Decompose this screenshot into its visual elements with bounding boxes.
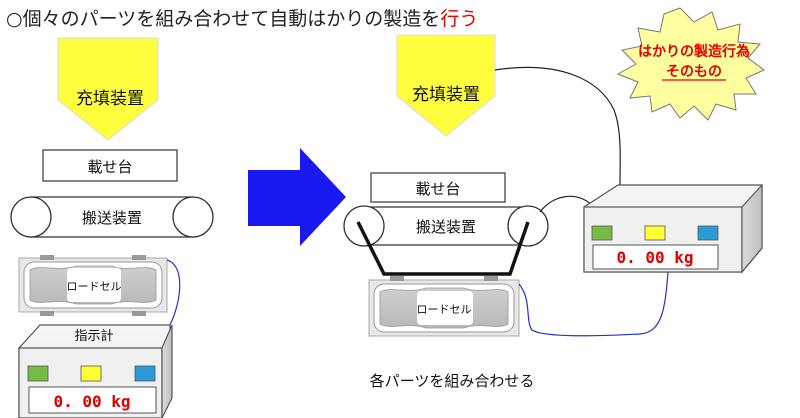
left-weight-display: 0. 00 kg bbox=[53, 392, 130, 411]
left-blue-button[interactable] bbox=[134, 365, 156, 382]
left-yellow-button[interactable] bbox=[80, 365, 102, 382]
left-conveyor-label: 搬送装置 bbox=[82, 209, 142, 227]
right-yellow-button[interactable] bbox=[644, 225, 666, 241]
left-load-cell-label: ロードセル bbox=[67, 280, 122, 293]
right-assembly: 充填装置 載せ台 搬送装置 ロードセル bbox=[343, 34, 763, 337]
right-support-frame bbox=[356, 221, 530, 276]
combine-arrow bbox=[248, 148, 346, 246]
left-roller-right bbox=[172, 196, 214, 238]
callout-starburst: はかりの製造行為 そのもの bbox=[616, 7, 765, 121]
left-indicator-label: 指示計 bbox=[74, 328, 113, 344]
left-green-button[interactable] bbox=[27, 365, 49, 382]
left-cable bbox=[166, 259, 181, 326]
title-text: ○個々のパーツを組み合わせて自動はかりの製造を bbox=[6, 8, 441, 30]
right-conveyor: 搬送装置 bbox=[343, 205, 549, 247]
right-load-cell-label: ロードセル bbox=[417, 303, 472, 316]
right-platform-label: 載せ台 bbox=[415, 180, 460, 198]
callout-line2: そのもの bbox=[666, 64, 722, 80]
slide-title: ○個々のパーツを組み合わせて自動はかりの製造を行う bbox=[6, 4, 478, 31]
right-filling-cable bbox=[494, 66, 621, 186]
left-platform: 載せ台 bbox=[42, 149, 178, 182]
left-filling-device-label: 充填装置 bbox=[76, 89, 144, 109]
combine-caption: 各パーツを組み合わせる bbox=[370, 372, 535, 390]
right-load-cell: ロードセル bbox=[368, 276, 520, 337]
right-green-button[interactable] bbox=[591, 225, 613, 241]
right-load-cell-cable bbox=[518, 271, 669, 337]
right-platform: 載せ台 bbox=[370, 172, 506, 203]
right-weight-display: 0. 00 kg bbox=[616, 248, 693, 267]
callout-line1: はかりの製造行為 bbox=[638, 43, 750, 60]
left-filling-device: 充填装置 bbox=[57, 37, 159, 141]
right-conveyor-cable bbox=[539, 195, 593, 213]
left-roller-left bbox=[10, 196, 52, 238]
right-roller-left bbox=[343, 205, 385, 247]
right-conveyor-label: 搬送装置 bbox=[416, 218, 476, 236]
right-filling-device-label: 充填装置 bbox=[412, 85, 480, 105]
right-indicator: 0. 00 kg bbox=[583, 183, 763, 274]
left-conveyor: 搬送装置 bbox=[10, 196, 214, 238]
left-load-cell: ロードセル bbox=[18, 255, 168, 316]
right-filling-device: 充填装置 bbox=[396, 34, 496, 137]
left-assembly: 充填装置 載せ台 搬送装置 ロードセル bbox=[10, 37, 214, 418]
left-platform-label: 載せ台 bbox=[87, 158, 132, 176]
title-highlight: 行う bbox=[440, 8, 479, 30]
right-blue-button[interactable] bbox=[697, 225, 719, 241]
left-indicator: 指示計 0. 00 kg bbox=[18, 324, 173, 418]
